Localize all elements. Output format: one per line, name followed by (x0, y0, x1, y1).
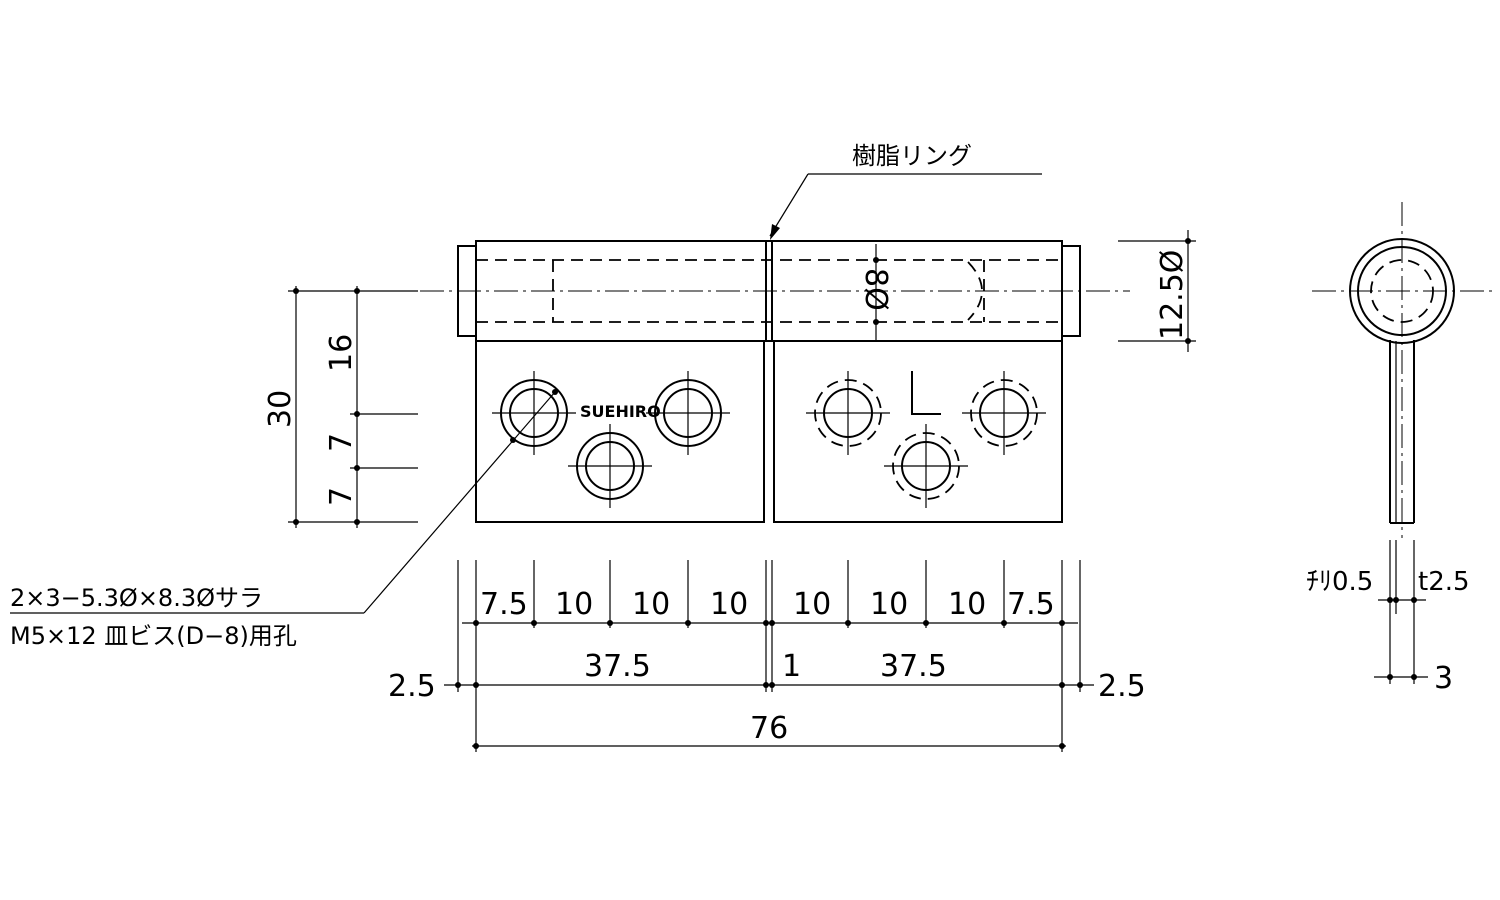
leaf-left (475, 340, 765, 523)
pitch-4: 10 (793, 587, 831, 622)
height-total-text: 30 (263, 390, 298, 428)
side-width-text: 3 (1434, 661, 1453, 696)
pin-diameter-dim: 8Ø (858, 244, 893, 340)
overall-width-dim: 76 (472, 711, 1066, 749)
knuckle-barrel (420, 240, 1130, 342)
side-view-dims: ﾁﾘ0.5 t2.5 3 (1306, 540, 1470, 696)
knuckle-diameter-text: 12.5Ø (1155, 250, 1190, 340)
pitch-0: 7.5 (480, 587, 528, 622)
vertical-dims: 30 16 7 7 (263, 286, 418, 528)
thickness-text: t2.5 (1418, 567, 1470, 597)
hole-left-3 (646, 371, 730, 455)
offset-left: 2.5 (388, 669, 436, 704)
height-16-text: 16 (324, 334, 359, 372)
side-view (1312, 202, 1492, 538)
hole-left-2 (568, 424, 652, 508)
offset-right: 2.5 (1098, 669, 1146, 704)
pitch-2: 10 (632, 587, 670, 622)
pitch-1: 10 (555, 587, 593, 622)
overall-width-text: 76 (750, 711, 788, 746)
pitch-7: 7.5 (1007, 587, 1055, 622)
height-7a-text: 7 (324, 433, 359, 452)
hole-right-1 (806, 371, 890, 455)
resin-ring-label: 樹脂リング (852, 142, 972, 170)
suehiro-logo: SUEHIRO (580, 402, 661, 421)
leaf-right-width: 37.5 (880, 649, 947, 684)
hole-left-1 (492, 371, 576, 455)
resin-ring-callout: 樹脂リング (769, 142, 1042, 240)
leaf-width-dims: 37.5 37.5 1 2.5 2.5 (388, 649, 1146, 704)
leaf-right (773, 340, 1063, 523)
height-7b-text: 7 (324, 487, 359, 506)
gap-width: 1 (782, 649, 801, 684)
knuckle-diameter-dim: 12.5Ø (1118, 230, 1196, 352)
pitch-3: 10 (710, 587, 748, 622)
hole-spec-callout: 2×3−5.3Ø×8.3Øサラ M5×12 皿ビス(D−8)用孔 (10, 389, 558, 650)
hole-spec-line2: M5×12 皿ビス(D−8)用孔 (10, 622, 297, 650)
hand-mark-l: L (911, 371, 941, 415)
hole-right-2 (884, 424, 968, 508)
pitch-dims: 7.5 10 10 10 10 10 10 7.5 (457, 560, 1081, 752)
pitch-6: 10 (948, 587, 986, 622)
hole-right-3 (962, 371, 1046, 455)
leaf-left-width: 37.5 (584, 649, 651, 684)
clearance-text: ﾁﾘ0.5 (1306, 567, 1373, 597)
pin-diameter-text: 8Ø (858, 268, 893, 311)
pitch-5: 10 (870, 587, 908, 622)
hole-spec-line1: 2×3−5.3Ø×8.3Øサラ (10, 584, 263, 612)
